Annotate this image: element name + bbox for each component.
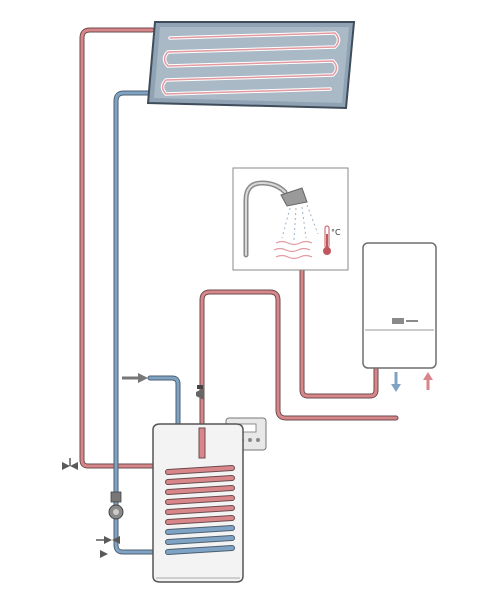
pipe-network — [79, 27, 399, 563]
storage-tank — [152, 423, 244, 583]
temperature-unit-label: °C — [331, 228, 341, 237]
boiler-flow-arrows — [391, 372, 433, 392]
pump-icon — [108, 504, 124, 520]
gas-boiler — [362, 242, 437, 392]
shower-inset: °C — [232, 167, 349, 271]
coil-icon — [165, 465, 235, 555]
cold-inlet-arrow — [122, 373, 148, 383]
mixing-valve — [196, 385, 204, 400]
solar-collector — [146, 21, 356, 110]
thermometer-icon — [323, 225, 331, 255]
hot-line-valve — [62, 458, 78, 470]
shower-icon — [243, 180, 319, 260]
flow-meter — [110, 491, 122, 503]
gas-boiler-icon — [362, 242, 437, 369]
pump-group — [96, 491, 124, 558]
